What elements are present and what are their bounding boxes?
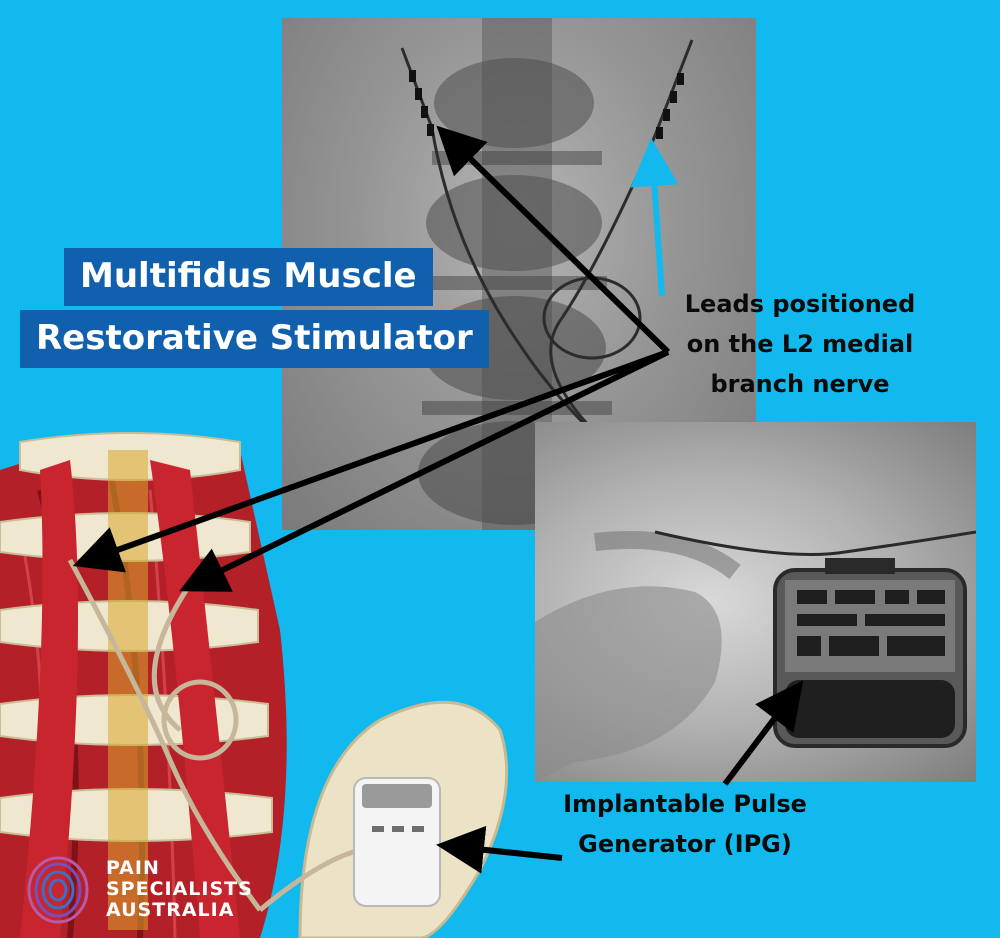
ipg-callout: Implantable Pulse Generator (IPG)	[540, 784, 830, 864]
logo-text-line-2: SPECIALISTS	[106, 878, 253, 900]
ipg-callout-line-1: Implantable Pulse	[563, 790, 807, 818]
xray-image-lateral-view	[535, 422, 976, 782]
logo-text-line-3: AUSTRALIA	[106, 899, 235, 921]
title-line-2: Restorative Stimulator	[20, 310, 489, 368]
logo-text-line-1: PAIN	[106, 857, 160, 879]
title-line-1: Multifidus Muscle	[64, 248, 433, 306]
leads-callout: Leads positioned on the L2 medial branch…	[668, 284, 932, 404]
pain-specialists-australia-logo: PAIN SPECIALISTS AUSTRALIA	[22, 852, 252, 924]
leads-callout-line-1: Leads positioned	[684, 290, 916, 318]
ipg-callout-line-2: Generator (IPG)	[578, 830, 792, 858]
leads-callout-line-3: branch nerve	[710, 370, 890, 398]
leads-callout-line-2: on the L2 medial	[686, 330, 914, 358]
fingerprint-logo-icon	[27, 856, 89, 924]
xray-ipg-drawing	[535, 530, 976, 782]
